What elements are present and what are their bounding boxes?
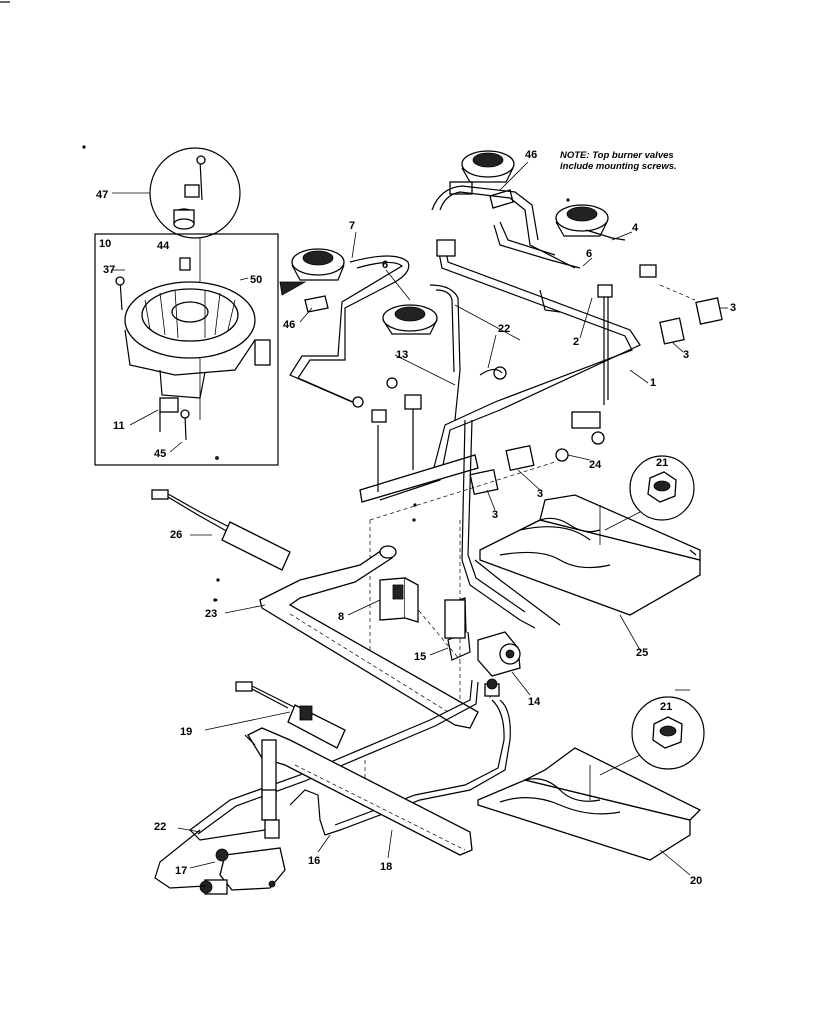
oven-igniter-26 bbox=[151, 489, 291, 602]
burner-top-rear bbox=[449, 150, 515, 195]
callout-16: 16 bbox=[308, 855, 320, 867]
callout-46-rear: 46 bbox=[525, 149, 537, 161]
bracket-15 bbox=[444, 597, 471, 661]
callout-24: 24 bbox=[589, 459, 602, 471]
leader-lines bbox=[177, 161, 728, 876]
oven-burner-23 bbox=[259, 545, 479, 729]
oven-gas-tubing bbox=[189, 419, 561, 841]
callout-47: 47 bbox=[96, 189, 108, 201]
broil-burner-18 bbox=[244, 727, 473, 856]
detail-21-nut-top bbox=[604, 455, 695, 531]
callout-6-left: 6 bbox=[382, 259, 388, 271]
callout-6-right: 6 bbox=[586, 248, 592, 260]
callout-22-top: 22 bbox=[498, 323, 510, 335]
callout-21-top: 21 bbox=[656, 457, 668, 469]
callout-22-bottom: 22 bbox=[154, 821, 166, 833]
burner-top-right bbox=[555, 204, 609, 237]
callout-14: 14 bbox=[528, 696, 541, 708]
stray-marks bbox=[82, 145, 570, 602]
broil-valve-17 bbox=[199, 819, 286, 895]
callout-3-c: 3 bbox=[537, 488, 543, 500]
callout-4: 4 bbox=[632, 222, 639, 234]
regulator-14 bbox=[477, 631, 521, 697]
callout-2: 2 bbox=[573, 336, 579, 348]
note-line-1: NOTE: Top burner valves bbox=[560, 150, 674, 161]
heat-shield-20 bbox=[477, 747, 702, 861]
callout-3-b: 3 bbox=[730, 302, 736, 314]
callout-13: 13 bbox=[396, 349, 408, 361]
note-text: NOTE: Top burner valves include mounting… bbox=[560, 150, 677, 172]
callout-20: 20 bbox=[690, 875, 702, 887]
callout-1: 1 bbox=[650, 377, 656, 389]
callout-23: 23 bbox=[205, 608, 217, 620]
callout-44: 44 bbox=[157, 240, 170, 252]
burner-top-left bbox=[279, 248, 345, 296]
gas-tubing-top bbox=[289, 185, 626, 421]
callout-18: 18 bbox=[380, 861, 392, 873]
bracket-3-plates bbox=[469, 284, 723, 496]
safety-valve-8 bbox=[379, 577, 419, 623]
fitting-22-top bbox=[493, 366, 507, 380]
detail-21-nut-bottom bbox=[599, 689, 705, 776]
callout-17: 17 bbox=[175, 865, 187, 877]
note-line-2: include mounting screws. bbox=[560, 161, 677, 172]
detail-47-screw bbox=[112, 147, 241, 420]
callout-25: 25 bbox=[636, 647, 648, 659]
callout-8: 8 bbox=[338, 611, 344, 623]
heat-shield-25 bbox=[479, 494, 701, 616]
callout-45: 45 bbox=[154, 448, 166, 460]
burner-top-center bbox=[382, 304, 438, 335]
broil-gas-tube bbox=[154, 829, 206, 889]
broil-igniter-19 bbox=[235, 681, 346, 749]
callout-26: 26 bbox=[170, 529, 182, 541]
callout-15: 15 bbox=[414, 651, 426, 663]
fitting-24 bbox=[555, 448, 569, 462]
callout-11: 11 bbox=[113, 420, 125, 432]
callout-21-bottom: 21 bbox=[660, 701, 672, 713]
valve-right bbox=[571, 264, 657, 445]
callout-50: 50 bbox=[250, 274, 262, 286]
detail-10-burner-head bbox=[94, 233, 279, 466]
callout-37: 37 bbox=[103, 264, 115, 276]
bracket-46-left bbox=[304, 295, 329, 313]
callout-10: 10 bbox=[99, 238, 111, 250]
callout-3-d: 3 bbox=[492, 509, 498, 521]
callout-19: 19 bbox=[180, 726, 192, 738]
callout-3-a: 3 bbox=[683, 349, 689, 361]
valve-row bbox=[352, 377, 479, 503]
bracket-46-rear bbox=[489, 189, 514, 209]
callout-46-left: 46 bbox=[283, 319, 295, 331]
callout-7: 7 bbox=[349, 220, 355, 232]
callout-labels: 47 10 44 37 50 11 45 7 6 46 46 22 13 1 2… bbox=[96, 149, 736, 887]
